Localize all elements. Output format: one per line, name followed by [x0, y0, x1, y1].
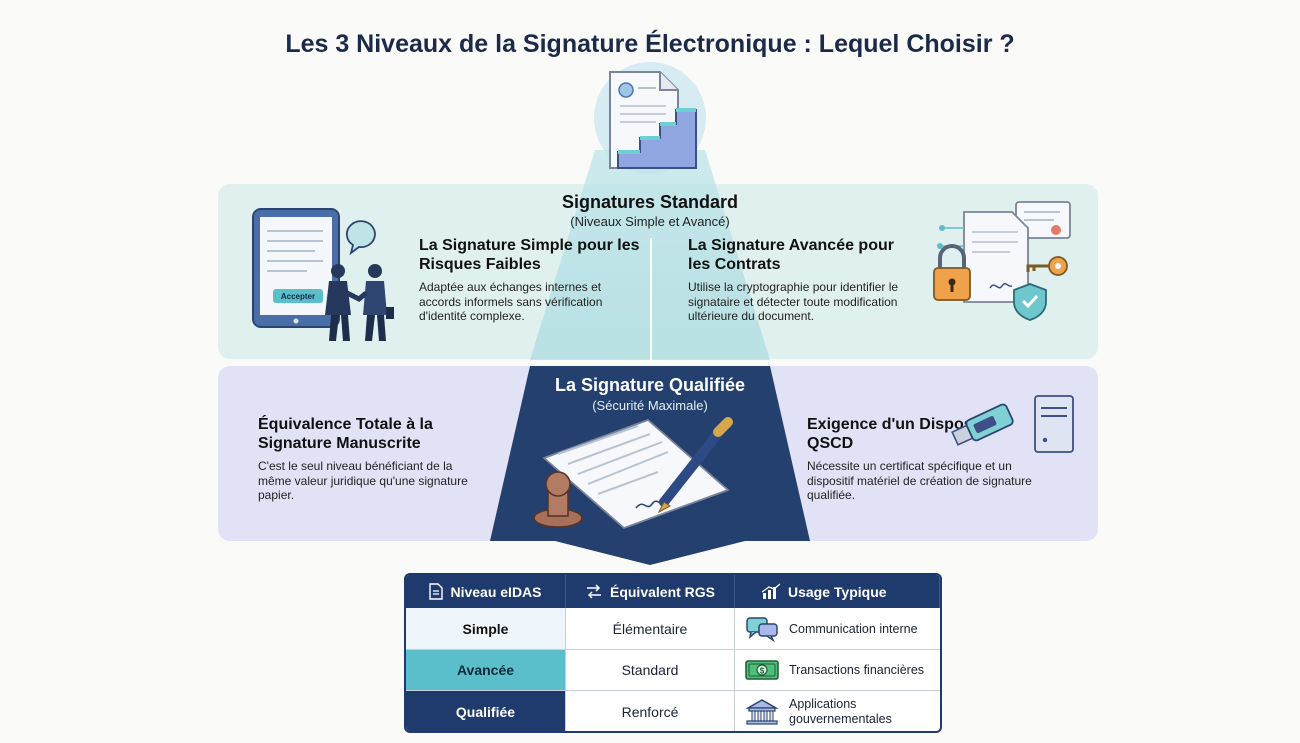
beam-tip	[555, 541, 745, 565]
document-stairs-icon	[609, 71, 697, 169]
chat-bubbles-icon	[746, 616, 778, 642]
level-cell: Avancée	[406, 650, 566, 690]
document-icon	[429, 583, 444, 600]
header-label-rgs: Équivalent RGS	[609, 583, 716, 600]
header-cell-level: Niveau eIDAS	[406, 575, 566, 608]
table-row: Simple Élémentaire Communication interne	[406, 608, 940, 650]
standard-title: Signatures Standard	[561, 192, 739, 212]
usb-key-server-icon	[951, 395, 1074, 453]
exchange-icon	[586, 584, 601, 599]
documents-lock-key-icon	[933, 201, 1071, 321]
advanced-signature-heading: La Signature Avancée pour les Contrats	[688, 237, 894, 273]
header-cell-rgs: Équivalent RGS	[566, 575, 735, 608]
standard-subtitle: (Niveaux Simple et Avancé)	[570, 214, 730, 229]
equivalence-text: C'est le seul niveau bénéficiant de la m…	[258, 459, 468, 502]
qscd-heading: Exigence d'un Dispositif QSCD	[807, 416, 993, 452]
rgs-cell: Élémentaire	[566, 608, 735, 649]
level-cell: Simple	[406, 608, 566, 649]
qscd-text: Nécessite un certificat spécifique et un…	[807, 459, 1032, 502]
rgs-cell: Renforcé	[566, 691, 735, 731]
usage-cell: Communication interne	[735, 608, 940, 649]
tablet-handshake-icon: Accepter	[252, 208, 394, 341]
qualified-title: La Signature Qualifiée	[554, 375, 746, 395]
equivalence-heading: Équivalence Totale à la Signature Manusc…	[258, 416, 433, 452]
table-header-row: Niveau eIDAS Équivalent RGS Usage Typiqu…	[406, 575, 940, 608]
standard-divider	[650, 238, 652, 360]
simple-signature-heading: La Signature Simple pour les Risques Fai…	[419, 237, 640, 273]
header-label-level: Niveau eIDAS	[450, 583, 542, 600]
header-cell-usage: Usage Typique	[735, 575, 940, 608]
page-title: Les 3 Niveaux de la Signature Électroniq…	[285, 30, 1015, 58]
svg-text:$: $	[760, 667, 765, 676]
usage-cell: Applications gouvernementales	[735, 691, 940, 731]
document-pen-stamp-icon	[533, 417, 733, 530]
bar-chart-icon	[761, 583, 781, 599]
simple-signature-text: Adaptée aux échanges internes et accords…	[419, 280, 603, 323]
usage-label: Transactions financières	[789, 663, 925, 677]
level-cell: Qualifiée	[406, 691, 566, 731]
rgs-cell: Standard	[566, 650, 735, 690]
usage-label: Communication interne	[789, 621, 918, 636]
usage-label: Applications gouvernementales	[789, 697, 892, 726]
header-label-usage: Usage Typique	[788, 583, 887, 600]
qualified-subtitle: (Sécurité Maximale)	[592, 398, 708, 413]
usage-cell: $ Transactions financières	[735, 650, 940, 690]
advanced-signature-text: Utilise la cryptographie pour identifier…	[688, 280, 899, 323]
table-row: Qualifiée Renforcé Applications gouverne…	[406, 691, 940, 731]
government-building-icon	[745, 699, 779, 725]
eidas-levels-table: Niveau eIDAS Équivalent RGS Usage Typiqu…	[404, 573, 942, 733]
table-row: Avancée Standard $ Transactions financiè…	[406, 650, 940, 691]
banknote-icon: $	[745, 660, 779, 680]
tablet-accept-button: Accepter	[281, 292, 315, 301]
